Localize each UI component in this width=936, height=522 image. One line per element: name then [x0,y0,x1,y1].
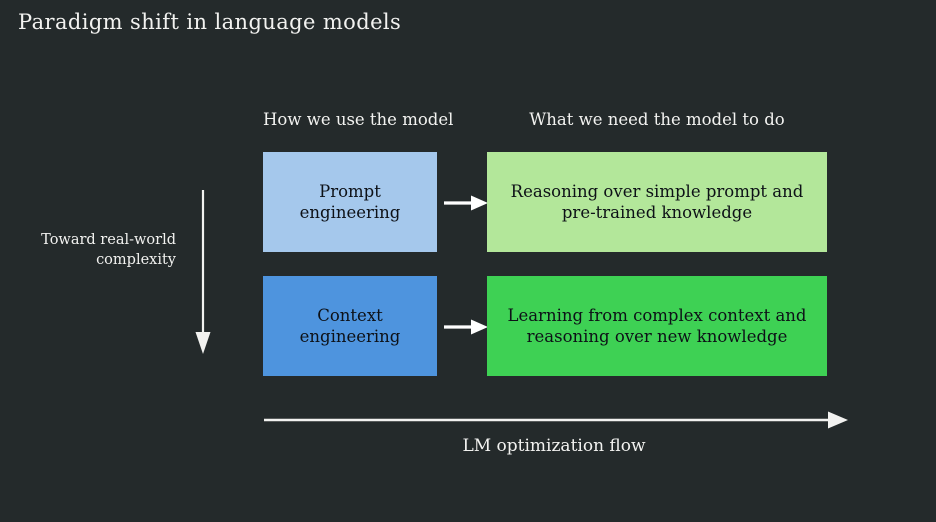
box-context-engineering[interactable]: Context engineering [263,276,437,376]
box-reasoning-simple-prompt-line1: Reasoning over simple prompt and [510,181,804,201]
horizontal-axis-label: LM optimization flow [462,436,646,456]
box-context-engineering-line2: engineering [299,327,401,346]
box-reasoning-simple-prompt[interactable]: Reasoning over simple prompt and pre-tra… [487,152,827,252]
page-title: Paradigm shift in language models [18,10,402,34]
box-learning-complex-context[interactable]: Learning from complex context and reason… [487,276,827,376]
box-reasoning-simple-prompt-line2: pre-trained knowledge [561,203,753,222]
box-prompt-engineering[interactable]: Prompt engineering [263,152,437,252]
box-context-engineering-line1: Context [317,305,383,325]
downward-arrow-icon [188,188,218,356]
arrow-right-icon-row1 [440,192,490,214]
vertical-axis-label-line2: complexity [96,252,176,269]
rightward-flow-arrow-icon [262,408,850,432]
column-header-how-we-use: How we use the model [263,110,454,129]
arrow-right-icon-row2 [440,316,490,338]
vertical-axis-label-line1: Toward real-world [41,232,176,248]
box-learning-complex-context-line2: reasoning over new knowledge [526,327,788,346]
box-learning-complex-context-line1: Learning from complex context and [507,305,807,325]
vertical-axis-label: Toward real-world complexity [8,230,176,271]
column-header-what-we-need: What we need the model to do [529,110,785,129]
box-prompt-engineering-line1: Prompt [319,181,381,201]
box-prompt-engineering-line2: engineering [299,203,401,222]
